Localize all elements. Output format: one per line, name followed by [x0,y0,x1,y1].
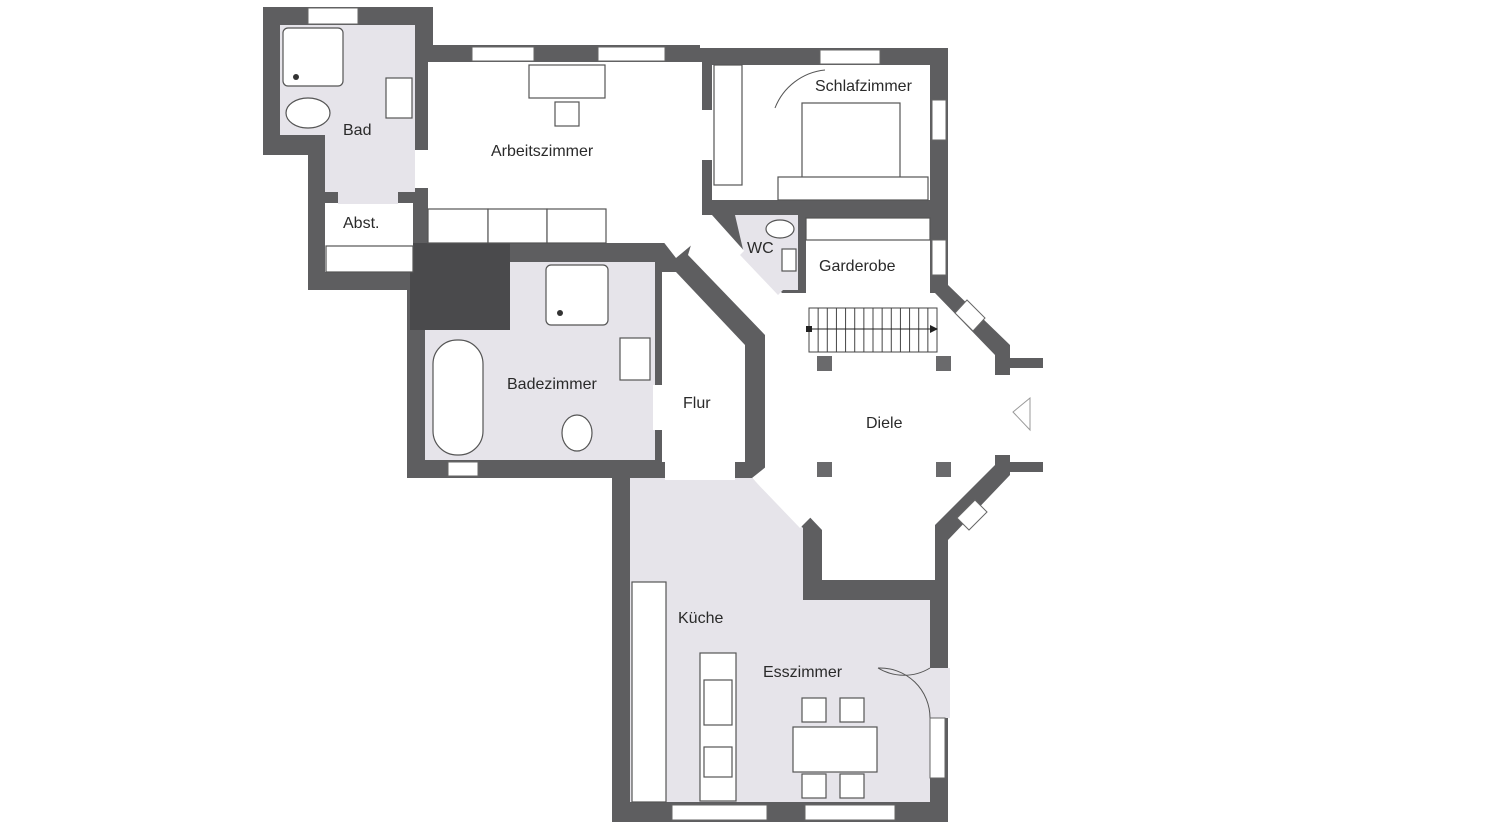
label-abst: Abst. [343,215,380,232]
label-diele: Diele [866,415,903,432]
entrance-door[interactable] [993,375,1013,455]
door-arc [877,667,931,719]
dark-block [410,243,510,330]
toilet-bad [285,97,331,129]
label-flur: Flur [683,395,711,412]
stove [703,746,733,778]
dining-table [792,726,878,773]
door-arbeitszimmer-diele[interactable] [662,215,712,258]
shower-bad [282,27,344,87]
label-schlafzimmer: Schlafzimmer [815,78,912,96]
label-arbeitszimmer: Arbeitszimmer [491,143,594,160]
entrance-arrow-icon [1012,396,1031,432]
door-flur-kueche[interactable] [665,460,735,480]
label-bad: Bad [343,122,372,139]
chair [554,101,580,127]
garderobe-shelf [805,217,931,241]
label-esszimmer: Esszimmer [763,664,843,681]
entrance-wall-bottom [1010,462,1043,472]
label-wc: WC [747,240,774,257]
pillars [817,356,951,477]
door-arbeitszimmer-schlafzimmer[interactable] [700,110,714,160]
toilet-wc [765,219,795,239]
entrance-wall-top [1010,358,1043,368]
label-garderobe: Garderobe [819,258,896,275]
kitchen-counter-left [631,581,667,803]
label-badezimmer: Badezimmer [507,376,597,393]
wardrobe [713,64,743,186]
toilet-badezimmer [561,414,593,452]
door-bad-abst[interactable] [338,190,398,204]
door-swing-esszimmer [877,667,931,676]
door-esszimmer[interactable] [928,668,950,718]
furniture [282,27,931,803]
kitchen-sink [703,679,733,726]
sink-bad [385,77,413,119]
sink-badezimmer [619,337,651,381]
door-swing-schlafzimmer [774,69,826,109]
bathtub [432,339,484,456]
door-bad-arbeitszimmer[interactable] [415,150,429,188]
label-kueche: Küche [678,610,724,627]
kitchen-island [699,652,737,802]
staircase [806,307,938,353]
abst-shelf [325,245,414,273]
sink-wc [781,248,797,272]
bed-bench [777,176,929,201]
room-diele [688,215,995,580]
door-wc[interactable] [740,243,790,295]
desk [528,64,606,99]
cabinet-1 [427,208,489,244]
windows [307,7,988,821]
room-flur [662,272,745,462]
door-kueche-diele[interactable] [752,462,818,528]
shower-badezimmer [545,264,609,326]
door-badezimmer-flur[interactable] [653,385,665,430]
